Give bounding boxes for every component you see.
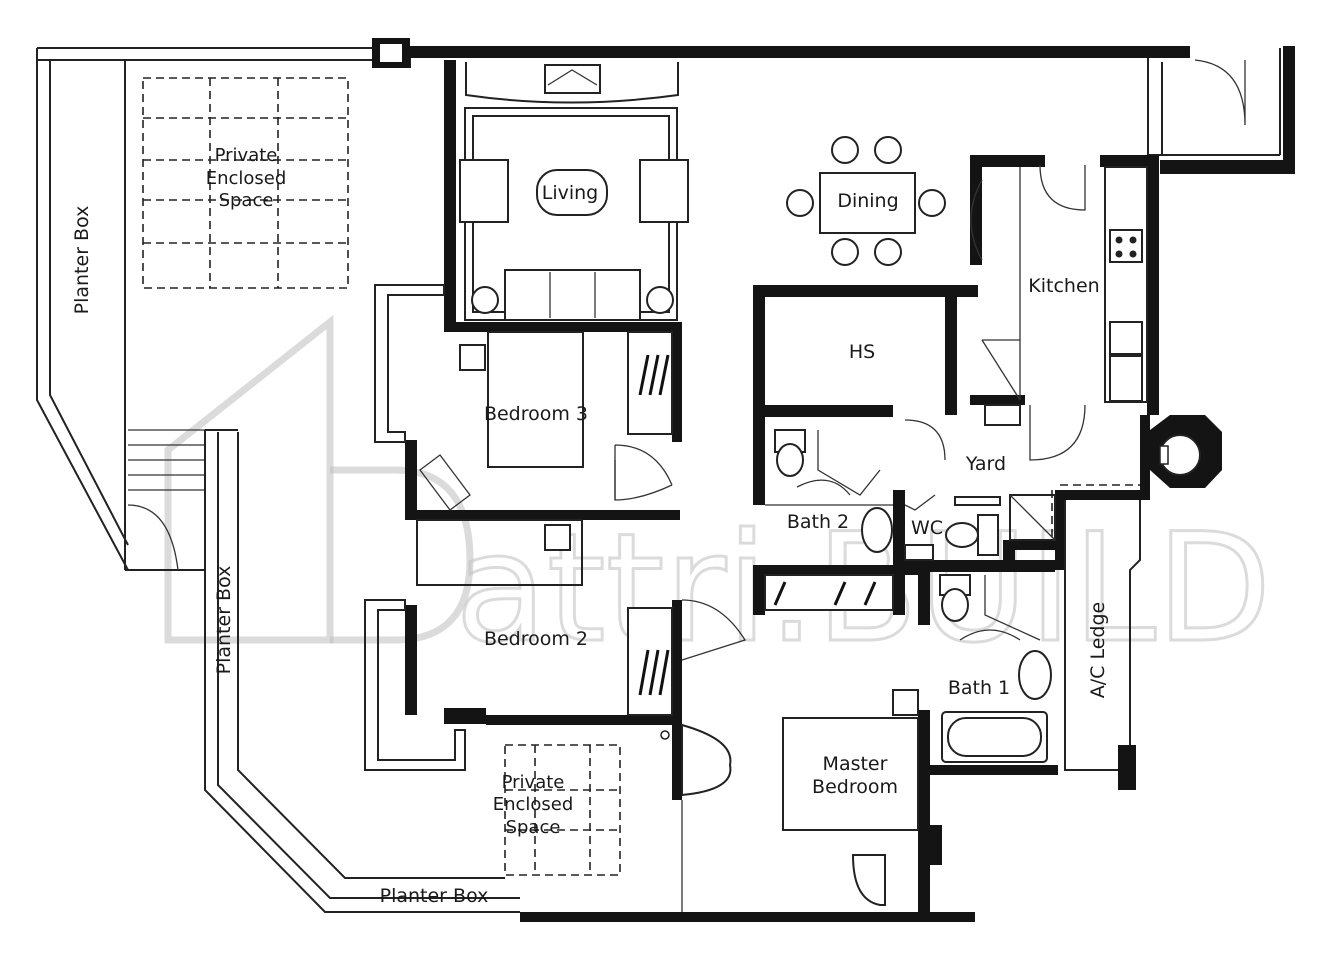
lamp-icon: [471, 286, 499, 314]
lamp-icon: [459, 344, 486, 371]
sofa: [504, 269, 641, 321]
label-pes-top-1: Private: [215, 145, 278, 166]
dining-chair: [874, 238, 903, 266]
dining-chair: [831, 136, 860, 164]
label-living: Living: [542, 182, 599, 204]
label-bath-2: Bath 2: [787, 511, 849, 533]
label-pes-bottom-3: Space: [506, 817, 561, 838]
label-bedroom-2: Bedroom 2: [484, 628, 588, 650]
label-planter-mid: Planter Box: [213, 566, 235, 675]
label-pes-bottom-1: Private: [502, 772, 565, 793]
room-labels: Living Dining Kitchen HS Yard Bedroom 3 …: [71, 145, 1109, 907]
label-pes-top-3: Space: [219, 190, 274, 211]
dining-chair: [786, 189, 814, 217]
bed: [782, 717, 919, 831]
lamp-icon: [892, 689, 919, 716]
dining-table: [819, 172, 916, 234]
tv-icon: [681, 723, 732, 797]
armchair-left: [459, 159, 509, 223]
wardrobe-icon: [627, 331, 673, 435]
sink-icon: [1109, 321, 1143, 355]
bathtub-icon: [941, 711, 1048, 763]
label-bedroom-3: Bedroom 3: [484, 403, 588, 425]
dining-chair: [831, 238, 860, 266]
basin-icon: [1018, 650, 1052, 700]
armchair-right: [639, 159, 689, 223]
bed: [487, 331, 584, 468]
lamp-icon: [544, 524, 571, 551]
toilet-icon: [977, 514, 999, 556]
label-pes-top-2: Enclosed: [206, 168, 287, 189]
label-kitchen: Kitchen: [1028, 275, 1099, 297]
label-dining: Dining: [837, 190, 898, 212]
label-ac-ledge: A/C Ledge: [1087, 602, 1109, 698]
label-bath-1: Bath 1: [948, 677, 1010, 699]
lamp-icon: [646, 286, 674, 314]
label-planter-left: Planter Box: [71, 206, 93, 315]
interior-lines: [142, 59, 1246, 912]
label-master-2: Bedroom: [812, 776, 898, 798]
label-master-1: Master: [823, 753, 888, 775]
coffee-table: [536, 169, 608, 216]
label-planter-bottom: Planter Box: [380, 885, 489, 907]
basin-icon: [861, 507, 893, 553]
kitchen-counter: [1104, 166, 1148, 403]
wardrobe-icon: [764, 574, 894, 611]
label-yard: Yard: [965, 453, 1006, 475]
dining-chair: [918, 189, 946, 217]
dining-chair: [874, 136, 903, 164]
label-hs: HS: [849, 341, 875, 363]
hob-icon: [1109, 229, 1143, 263]
tv-icon: [544, 64, 601, 94]
label-pes-bottom-2: Enclosed: [493, 794, 574, 815]
label-wc: WC: [911, 517, 943, 539]
